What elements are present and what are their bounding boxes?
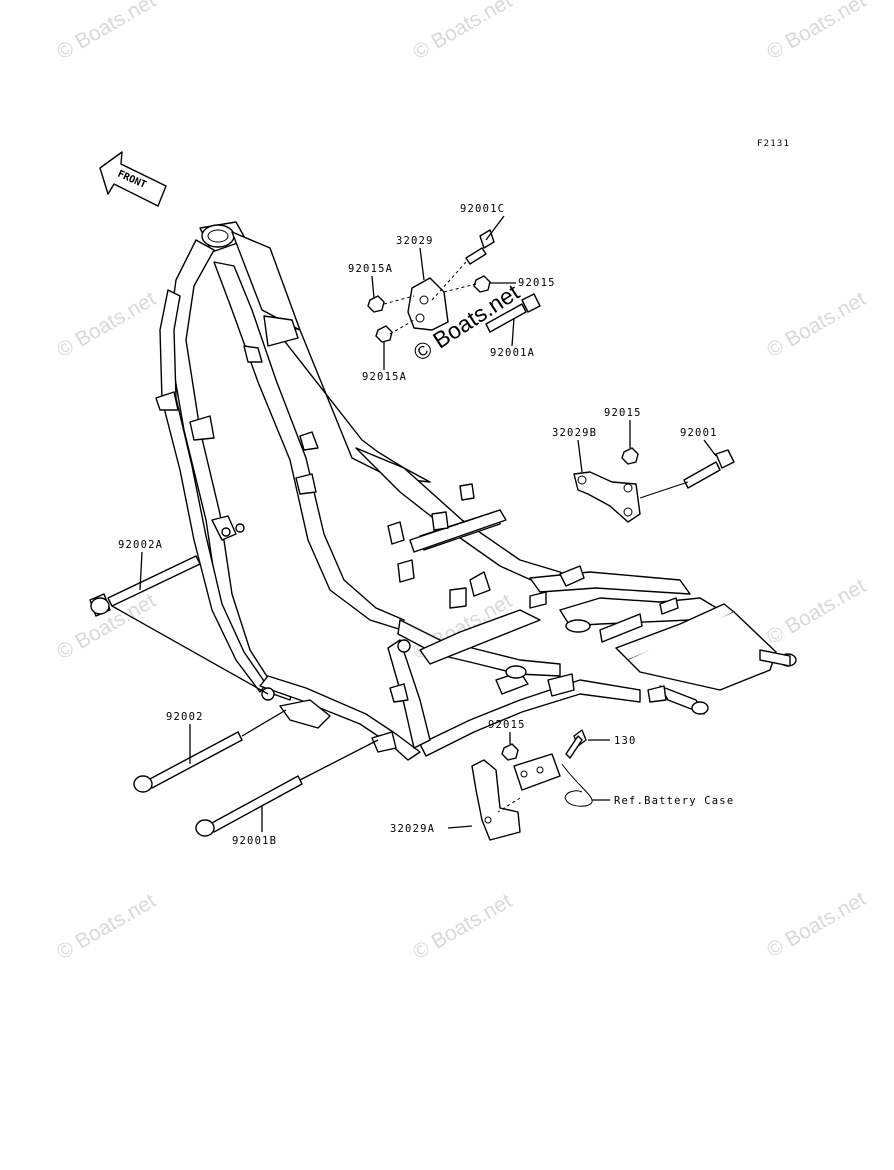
part-label-92002: 92002 [166,711,204,723]
front-arrow-icon: FRONT [99,151,167,207]
watermark: © Boats.net [763,574,870,649]
part-label-92002A: 92002A [118,539,163,551]
watermark: © Boats.net [53,287,160,362]
leader-line [299,739,379,781]
part-label-130: 130 [614,735,637,747]
part-label-32029A: 32029A [390,823,435,835]
part-labels: 92001C 32029 92015A 92015 92001A 92015A … [118,203,734,847]
watermark: © Boats.net [409,0,516,64]
part-label-92015A-top: 92015A [348,263,393,275]
motorcycle-frame [155,221,797,761]
part-label-92015-mid: 92015 [604,407,642,419]
part-label-92001C: 92001C [460,203,505,215]
part-label-92015-low: 92015 [488,719,526,731]
bolt-92001B [195,775,303,837]
leader-line [241,709,287,737]
bolt-92002 [133,731,243,793]
bracket-32029A-group [471,729,593,841]
part-label-ref-battery-case: Ref.Battery Case [614,795,734,807]
part-label-92001B: 92001B [232,835,277,847]
part-label-92001: 92001 [680,427,718,439]
part-label-92015A-bottom: 92015A [362,371,407,383]
bolt-92002A [89,555,201,617]
part-label-92015-top: 92015 [518,277,556,289]
part-label-32029B: 32029B [552,427,597,439]
watermark: © Boats.net [53,889,160,964]
figure-code: F2131 [757,139,790,149]
watermark: © Boats.net [763,0,870,64]
watermark: © Boats.net [53,0,160,64]
leader-line [111,605,269,695]
bracket-32029B-group [573,447,735,523]
part-label-92001A: 92001A [490,347,535,359]
watermark: © Boats.net [763,887,870,962]
part-label-32029: 32029 [396,235,434,247]
watermark: © Boats.net [409,889,516,964]
watermark-grid: © Boats.net © Boats.net © Boats.net © Bo… [53,0,870,964]
watermark: © Boats.net [763,287,870,362]
